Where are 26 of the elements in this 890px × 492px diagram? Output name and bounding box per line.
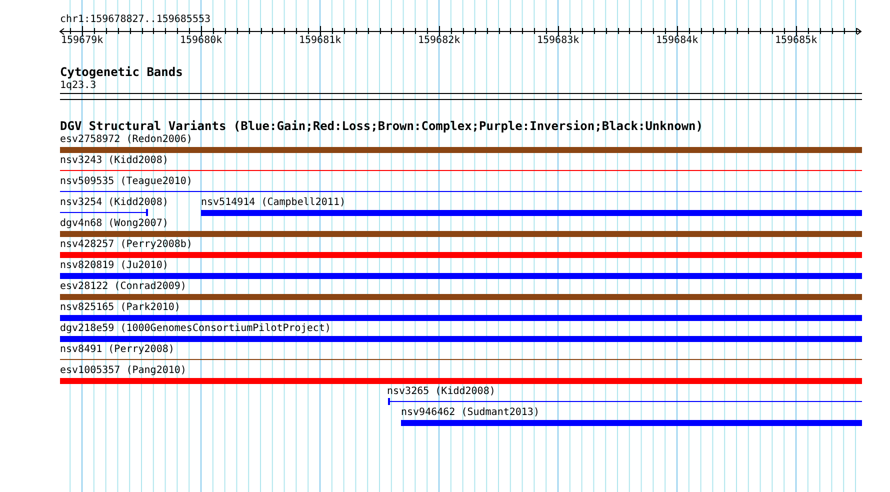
variant-label: nsv509535 (Teague2010) — [60, 176, 192, 188]
variant-label: nsv820819 (Ju2010) — [60, 260, 168, 272]
variant-label: esv28122 (Conrad2009) — [60, 281, 186, 293]
variant-label: esv2758972 (Redon2006) — [60, 134, 192, 146]
variant-label: nsv3243 (Kidd2008) — [60, 155, 168, 167]
variant-label: nsv825165 (Park2010) — [60, 302, 180, 314]
tick-label: 159680k — [180, 35, 222, 47]
variant-label: nsv8491 (Perry2008) — [60, 344, 174, 356]
variant-label: esv1005357 (Pang2010) — [60, 365, 186, 377]
region-coordinates: chr1:159678827..159685553 — [60, 14, 211, 26]
variant-label: nsv3254 (Kidd2008) — [60, 197, 168, 209]
variant-label: nsv946462 (Sudmant2013) — [401, 407, 540, 419]
track-title: Cytogenetic Bands — [60, 66, 183, 78]
variant-label: dgv218e59 (1000GenomesConsortiumPilotProject) — [60, 323, 331, 335]
tick-label: 159681k — [299, 35, 342, 47]
variant-label: nsv428257 (Perry2008b) — [60, 239, 192, 251]
track-title: DGV Structural Variants (Blue:Gain;Red:Loss;Brown:Complex;Purple:Inversion;Black:Unknown) — [60, 120, 703, 132]
band-label: 1q23.3 — [60, 80, 96, 92]
variant-label: nsv3265 (Kidd2008) — [387, 386, 496, 398]
tick-label: 159679k — [61, 35, 104, 47]
tick-label: 159684k — [656, 35, 698, 47]
tick-label: 159685k — [775, 35, 818, 47]
variant-label: nsv514914 (Campbell2011) — [201, 197, 346, 209]
variant-label: dgv4n68 (Wong2007) — [60, 218, 168, 230]
tick-label: 159683k — [537, 35, 580, 47]
tick-label: 159682k — [418, 35, 460, 47]
